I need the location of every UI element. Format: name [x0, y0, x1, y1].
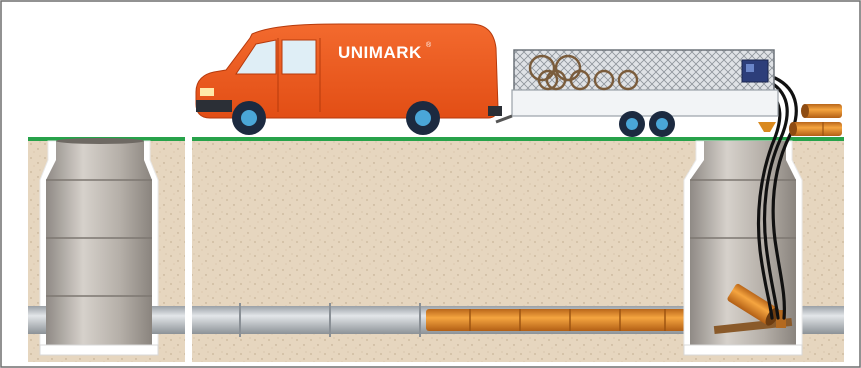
section-break	[185, 135, 192, 365]
ground-surface	[28, 137, 844, 141]
trademark-symbol: ®	[426, 41, 432, 49]
left-manhole	[40, 138, 158, 355]
van-brand-logo: UNIMARK	[338, 43, 422, 62]
liner-pipe	[426, 309, 708, 331]
